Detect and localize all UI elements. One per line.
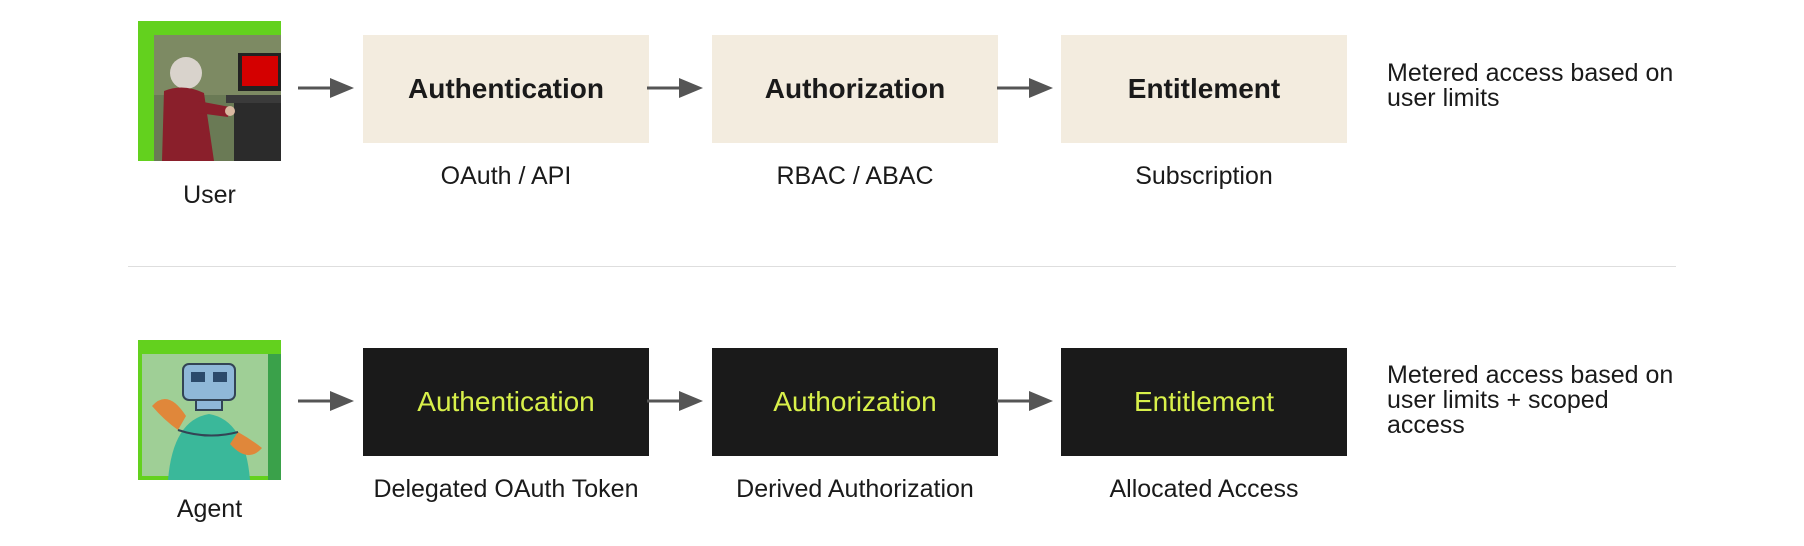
- user-authorization-box: Authorization: [712, 35, 998, 143]
- flow-arrow-icon: [298, 391, 354, 411]
- step-label: Authentication: [408, 73, 604, 104]
- user-label: User: [183, 181, 236, 209]
- step-label: Authentication: [417, 386, 595, 417]
- user-entitlement-caption: Subscription: [1135, 162, 1273, 190]
- agent-authentication-box: Authentication: [363, 348, 649, 456]
- user-authorization-caption: RBAC / ABAC: [776, 162, 934, 190]
- step-label: Entitlement: [1127, 73, 1281, 104]
- user-authentication-caption: OAuth / API: [440, 162, 572, 190]
- user-access-note: Metered access based on user limits: [1387, 59, 1674, 112]
- step-label: Authorization: [773, 386, 937, 417]
- agent-avatar: [138, 340, 281, 480]
- agent-access-note: Metered access based on user limits + sc…: [1387, 361, 1674, 439]
- agent-entitlement-caption: Allocated Access: [1109, 475, 1299, 503]
- user-at-computer-icon: [138, 21, 281, 161]
- user-avatar: [138, 21, 281, 161]
- agent-authentication-caption: Delegated OAuth Token: [373, 475, 639, 503]
- user-entitlement-box: Entitlement: [1061, 35, 1347, 143]
- flow-arrow-icon: [997, 391, 1053, 411]
- agent-authorization-caption: Derived Authorization: [736, 475, 974, 503]
- agent-authorization-box: Authorization: [712, 348, 998, 456]
- flow-arrow-icon: [997, 78, 1053, 98]
- flow-arrow-icon: [647, 78, 703, 98]
- user-authentication-box: Authentication: [363, 35, 649, 143]
- robot-agent-icon: [138, 340, 281, 480]
- flow-arrow-icon: [647, 391, 703, 411]
- agent-label: Agent: [176, 495, 243, 523]
- agent-entitlement-box: Entitlement: [1061, 348, 1347, 456]
- step-label: Authorization: [764, 73, 946, 104]
- flow-arrow-icon: [298, 78, 354, 98]
- step-label: Entitlement: [1133, 386, 1275, 417]
- row-divider: [128, 266, 1676, 267]
